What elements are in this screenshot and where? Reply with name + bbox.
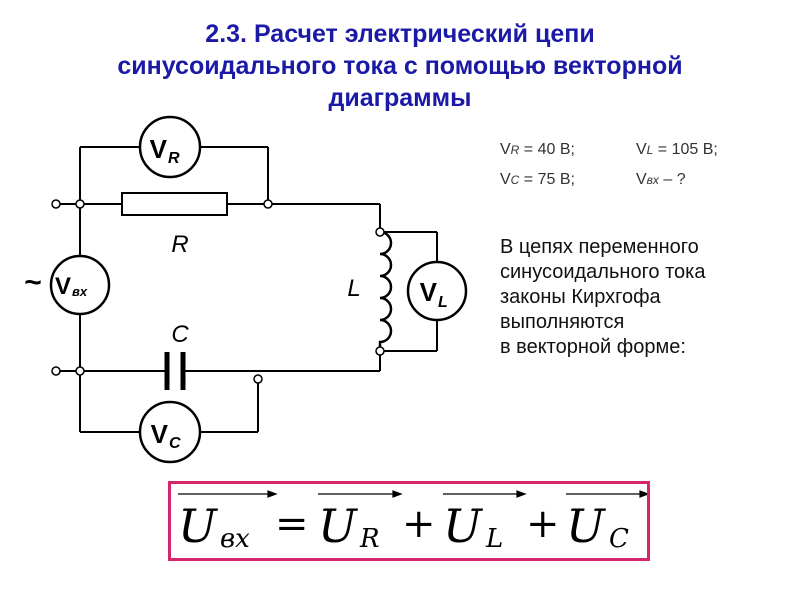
vc-subscript: C bbox=[510, 173, 520, 187]
vin-meter-subscript: вх bbox=[72, 284, 88, 299]
vc-symbol: V bbox=[500, 171, 511, 188]
label-r: R bbox=[171, 231, 188, 258]
note-line-1: В цепях переменного bbox=[500, 236, 699, 258]
vl-meter-subscript: L bbox=[438, 294, 448, 311]
formula-u-r: U bbox=[318, 499, 359, 553]
given-values: VR = 40 В;VL = 105 В; VC = 75 В;Vвх – ? bbox=[500, 135, 718, 195]
vr-symbol: V bbox=[500, 141, 511, 158]
vin-subscript: вх bbox=[646, 173, 659, 187]
vin-symbol: V bbox=[636, 171, 647, 188]
vr-value: = 40 В; bbox=[519, 141, 575, 158]
title-line-2: синусоидального тока с помощью векторной bbox=[117, 52, 683, 80]
formula-equals: = bbox=[275, 501, 309, 547]
note-line-3: законы Кирхгофа bbox=[500, 286, 661, 308]
value-vr: VR = 40 В; bbox=[500, 135, 636, 165]
vr-meter-subscript: R bbox=[168, 150, 180, 167]
formula-sub-l: L bbox=[485, 524, 503, 554]
title-line-3: диаграммы bbox=[328, 84, 472, 112]
value-vl: VL = 105 В; bbox=[636, 135, 718, 165]
voltmeter-vl: V L bbox=[406, 260, 468, 322]
note-line-5: в векторной форме: bbox=[500, 336, 686, 358]
formula-plus-1: + bbox=[402, 501, 436, 547]
formula-sub-in: вх bbox=[220, 524, 250, 554]
inductor-l bbox=[378, 230, 393, 351]
vr-subscript: R bbox=[510, 143, 520, 157]
slide-title: 2.3. Расчет электрический цепи синусоида… bbox=[40, 18, 760, 114]
formula-sub-c: C bbox=[609, 524, 629, 554]
title-line-1: 2.3. Расчет электрический цепи bbox=[205, 20, 595, 48]
voltmeter-vc: V C bbox=[138, 400, 202, 464]
vc-meter-subscript: C bbox=[169, 435, 181, 452]
kirchhoff-vector-formula: U вх = U R + U L + U C bbox=[178, 490, 650, 554]
vl-meter-symbol: V bbox=[420, 277, 438, 307]
value-vc: VC = 75 В; bbox=[500, 165, 636, 195]
formula-u-l: U bbox=[443, 499, 484, 553]
vin-meter-symbol: V bbox=[55, 273, 71, 300]
formula-u-c: U bbox=[566, 499, 607, 553]
note-line-2: синусоидального тока bbox=[500, 261, 706, 283]
value-vin: Vвх – ? bbox=[636, 165, 686, 195]
ac-source-symbol: ~ bbox=[24, 266, 42, 299]
note-line-4: выполняются bbox=[500, 311, 625, 333]
label-l: L bbox=[347, 275, 360, 302]
vin-value: – ? bbox=[658, 171, 686, 188]
formula-frame bbox=[168, 481, 650, 561]
label-c: C bbox=[171, 321, 189, 348]
formula-u-in: U bbox=[178, 499, 219, 553]
terminals bbox=[51, 199, 385, 384]
voltmeter-vin: V вх bbox=[49, 254, 111, 316]
vl-subscript: L bbox=[646, 143, 654, 157]
kirchhoff-note: В цепях переменного синусоидального тока… bbox=[500, 235, 705, 360]
vl-symbol: V bbox=[636, 141, 647, 158]
formula-sub-r: R bbox=[359, 524, 380, 554]
formula-plus-2: + bbox=[526, 501, 560, 547]
vc-value: = 75 В; bbox=[519, 171, 575, 188]
vl-value: = 105 В; bbox=[653, 141, 718, 158]
resistor-r bbox=[121, 192, 228, 216]
vr-meter-symbol: V bbox=[150, 134, 168, 164]
given-row-1: VR = 40 В;VL = 105 В; bbox=[500, 135, 718, 165]
vc-meter-symbol: V bbox=[151, 419, 169, 449]
voltmeter-vr: V R bbox=[138, 115, 202, 179]
given-row-2: VC = 75 В;Vвх – ? bbox=[500, 165, 718, 195]
